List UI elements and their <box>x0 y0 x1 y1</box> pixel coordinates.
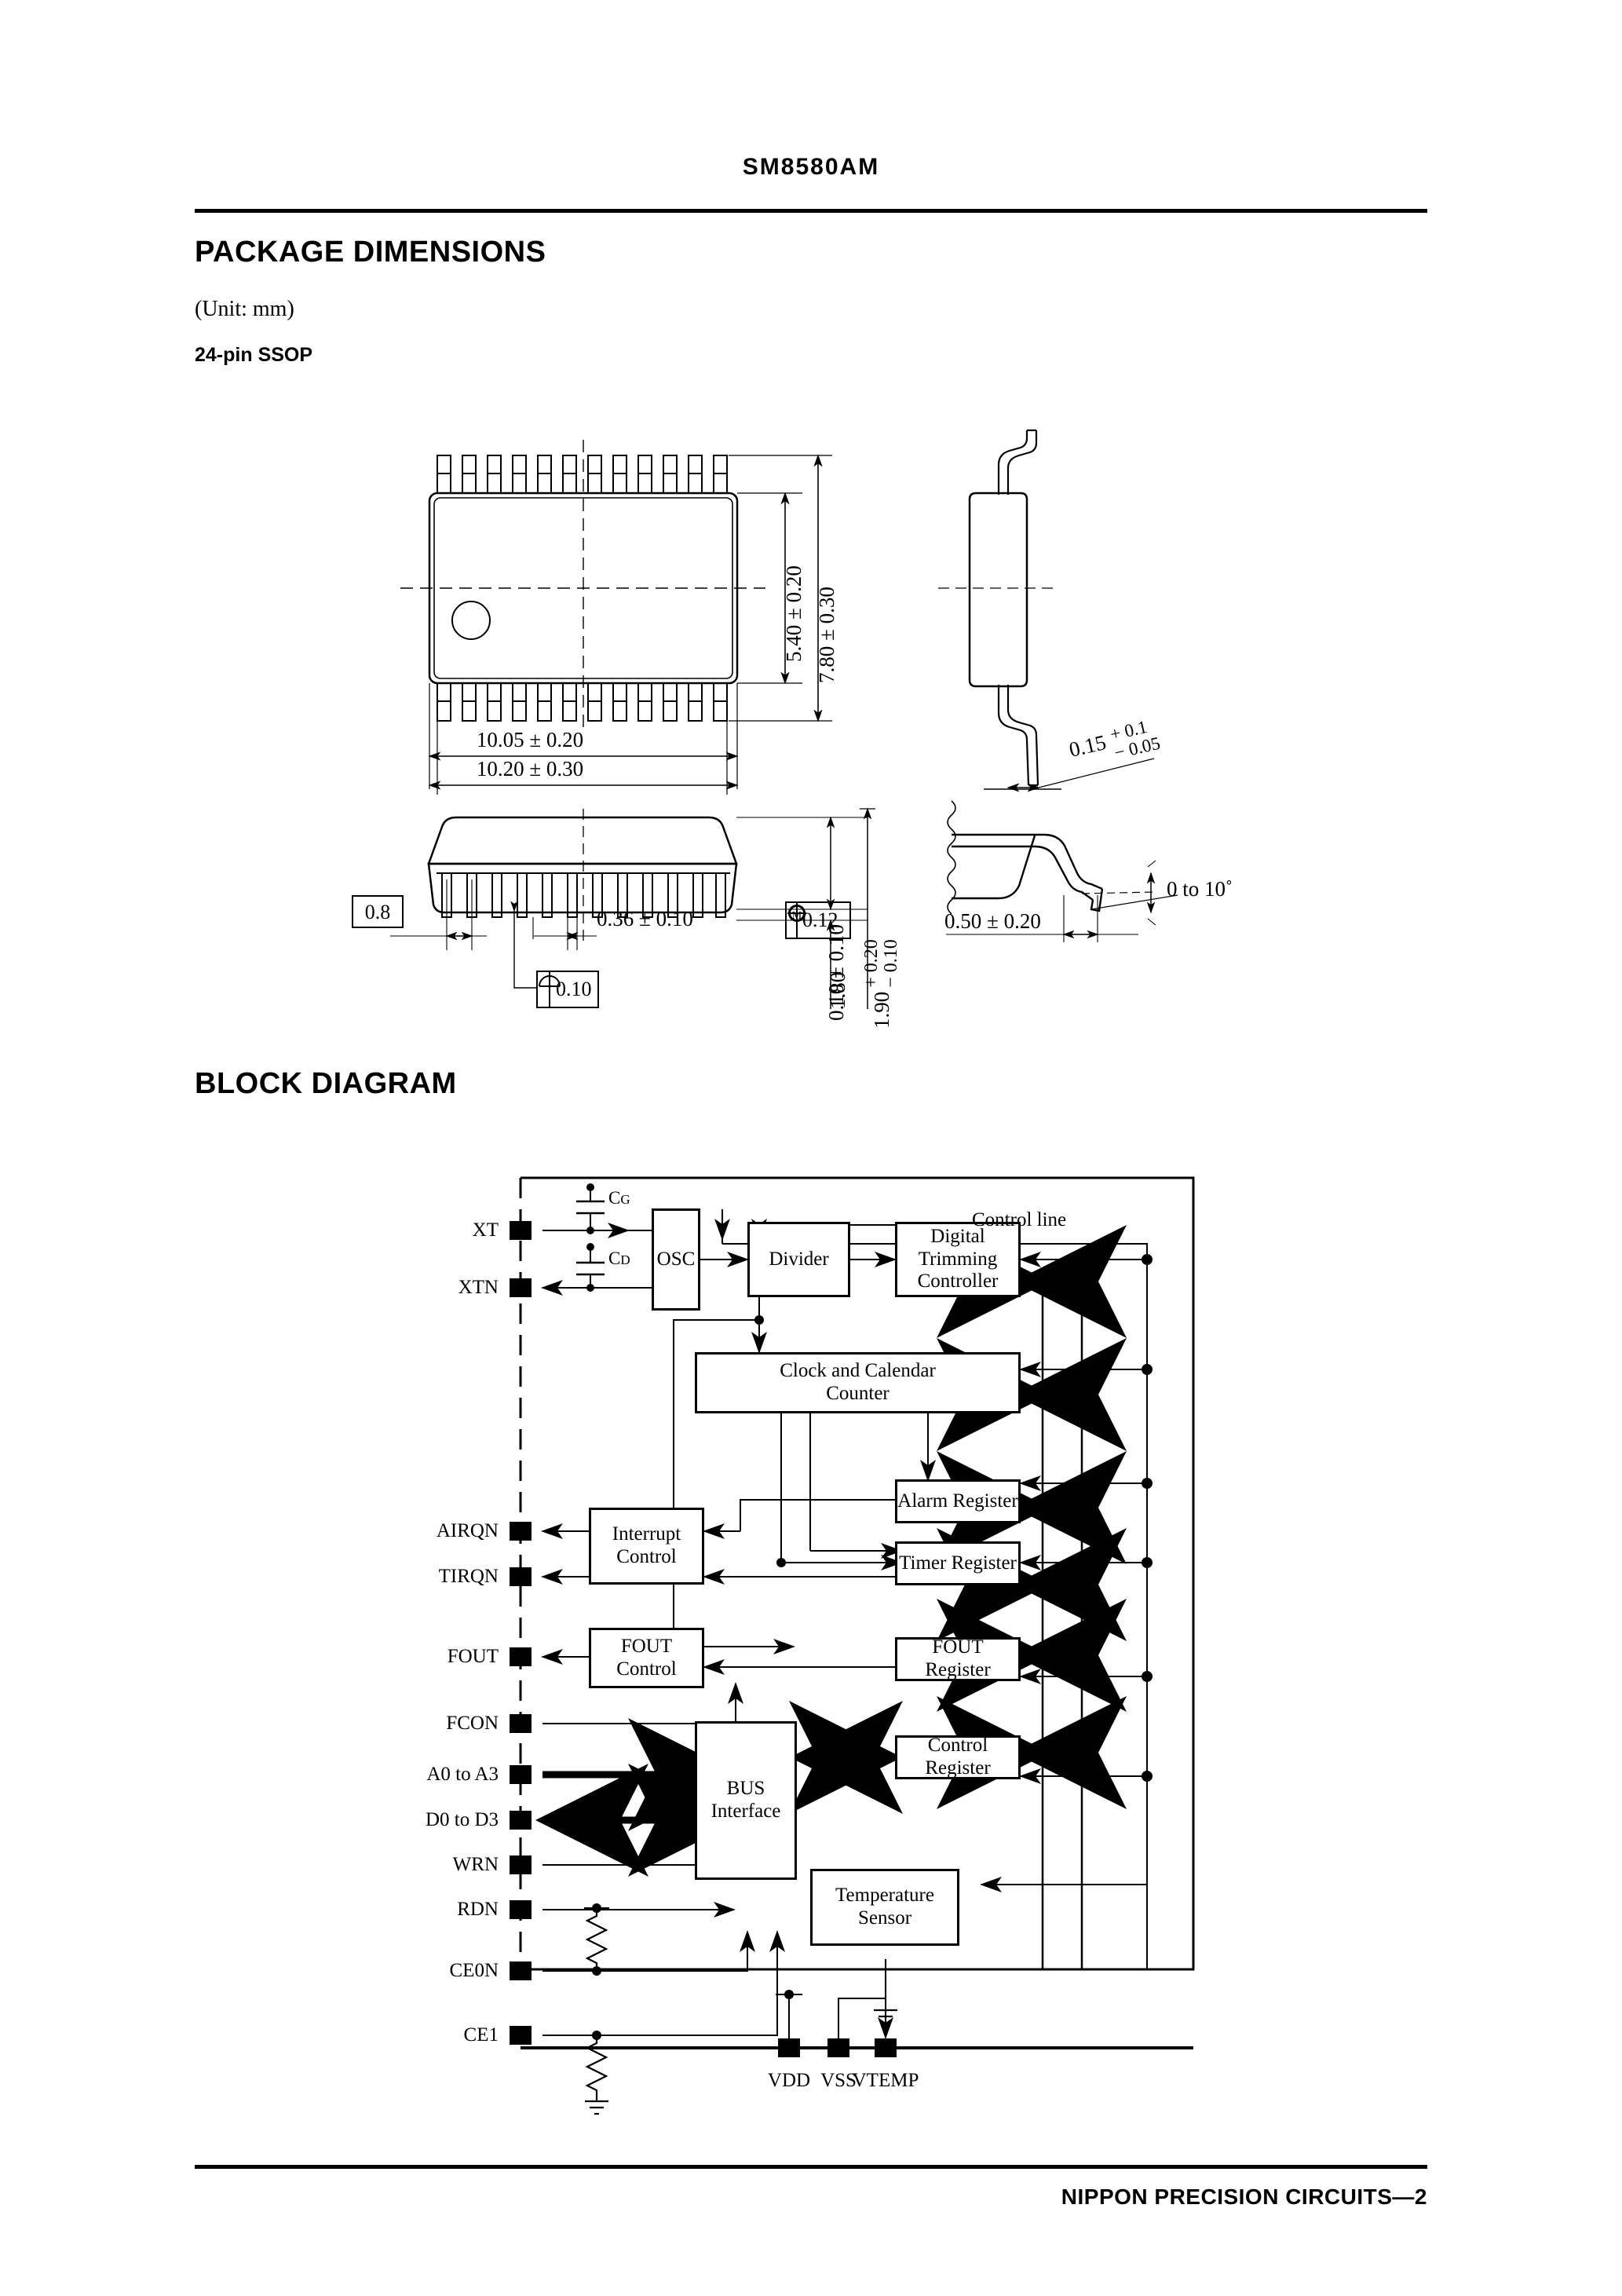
pin-label-vdd: VDD <box>767 2070 811 2091</box>
package-dimensions-heading: PACKAGE DIMENSIONS <box>195 236 546 269</box>
pin-xt <box>510 1221 532 1240</box>
block-divider: Divider <box>747 1222 850 1297</box>
block-fout-control-label-2: Control <box>616 1658 677 1680</box>
position-tolerance-frame: 0.12 M <box>785 901 851 939</box>
block-bus-interface-label-1: BUS <box>726 1778 765 1800</box>
dim-coplanarity: 0.10 <box>556 978 592 1000</box>
block-fout-register: FOUT Register <box>895 1636 1021 1681</box>
pin-a0-a3 <box>510 1765 532 1784</box>
block-dtc-label-1: Digital Trimming <box>918 1225 998 1270</box>
block-divider-label: Divider <box>769 1248 829 1270</box>
pin-label-tirqn: TIRQN <box>438 1566 499 1587</box>
block-fout-control-label-1: FOUT <box>620 1635 673 1657</box>
dim-position-tolerance: 0.12 <box>802 909 838 931</box>
footer-text: NIPPON PRECISION CIRCUITS—2 <box>1061 2184 1427 2209</box>
block-osc: OSC <box>652 1208 700 1311</box>
pin-label-a0-a3: A0 to A3 <box>426 1764 499 1785</box>
pin-ce0n <box>510 1961 532 1980</box>
pin-label-fout: FOUT <box>447 1646 499 1667</box>
package-type-label: 24-pin SSOP <box>195 344 313 366</box>
pin-label-rdn: RDN <box>457 1899 499 1920</box>
pin-label-vtemp: VTEMP <box>852 2070 919 2091</box>
block-control-register-label: Control Register <box>925 1735 991 1779</box>
block-alarm-register-label: Alarm Register <box>897 1490 1018 1512</box>
pin-label-ce1: CE1 <box>463 2024 499 2046</box>
coplanarity-frame: 0.10 <box>536 971 599 1008</box>
dim-body-width: 10.05 ± 0.20 <box>476 728 584 751</box>
block-control-register: Control Register <box>895 1735 1021 1779</box>
pin-tirqn <box>510 1567 532 1586</box>
pin-label-xtn: XTN <box>458 1277 499 1298</box>
pin-label-ce0n: CE0N <box>449 1960 499 1981</box>
pin-fcon <box>510 1714 532 1733</box>
unit-note: (Unit: mm) <box>195 297 294 321</box>
pin-airqn <box>510 1522 532 1541</box>
dim-pitch-box: 0.8 <box>352 895 404 928</box>
block-interrupt-control-label-1: Interrupt <box>612 1523 681 1545</box>
pin-wrn <box>510 1855 532 1874</box>
block-ccc-label-2: Counter <box>826 1383 890 1404</box>
block-fout-register-label: FOUT Register <box>925 1636 991 1680</box>
pin-xtn <box>510 1278 532 1297</box>
pin-d0-d3 <box>510 1811 532 1830</box>
block-interrupt-control-label-2: Control <box>616 1546 677 1567</box>
block-temperature-sensor-label-1: Temperature <box>835 1885 934 1907</box>
block-ccc-label-1: Clock and Calendar <box>780 1360 936 1382</box>
block-alarm-register: Alarm Register <box>895 1479 1021 1523</box>
block-interrupt-control: Interrupt Control <box>589 1508 704 1585</box>
block-dtc-label-2: Controller <box>917 1270 999 1292</box>
dim-lead-angle: 0 to 10˚ <box>1167 877 1233 901</box>
page-header-part-number: SM8580AM <box>742 154 880 180</box>
block-fout-control: FOUT Control <box>589 1628 704 1688</box>
pin-label-fcon: FCON <box>446 1713 499 1734</box>
pin-fout <box>510 1647 532 1666</box>
block-timer-register-label: Timer Register <box>899 1552 1017 1574</box>
dim-lead-width: 0.36 ± 0.10 <box>597 907 693 930</box>
profile-symbol-icon <box>538 972 561 1007</box>
block-bus-interface: BUS Interface <box>695 1721 797 1880</box>
control-line-label: Control line <box>972 1209 1067 1230</box>
pin-ce1 <box>510 2026 532 2045</box>
dim-foot-length: 0.50 ± 0.20 <box>944 909 1041 933</box>
pin-rdn <box>510 1900 532 1919</box>
dim-overall-width: 10.20 ± 0.30 <box>476 757 584 781</box>
block-temperature-sensor: Temperature Sensor <box>810 1869 959 1946</box>
block-timer-register: Timer Register <box>895 1541 1021 1585</box>
block-bus-interface-label-2: Interface <box>711 1801 781 1822</box>
header-rule <box>195 209 1427 213</box>
footer-rule <box>195 2165 1427 2169</box>
pin-label-xt: XT <box>472 1219 499 1241</box>
pin-label-vss: VSS <box>820 2070 857 2091</box>
block-diagram-heading: BLOCK DIAGRAM <box>195 1067 457 1100</box>
pin-label-wrn: WRN <box>452 1854 499 1875</box>
pin-label-d0-d3: D0 to D3 <box>425 1809 499 1830</box>
block-digital-trimming-controller: Digital Trimming Controller <box>895 1222 1021 1297</box>
svg-text:M: M <box>792 910 802 922</box>
block-clock-calendar-counter: Clock and Calendar Counter <box>695 1352 1021 1413</box>
capacitor-cg-label: CG <box>608 1188 630 1208</box>
pin-label-airqn: AIRQN <box>436 1520 499 1541</box>
bottom-rail <box>521 2046 1193 2049</box>
dim-pitch: 0.8 <box>364 901 391 923</box>
block-temperature-sensor-label-2: Sensor <box>857 1907 912 1929</box>
capacitor-cd-label: CD <box>608 1249 630 1268</box>
block-osc-label: OSC <box>656 1248 696 1270</box>
